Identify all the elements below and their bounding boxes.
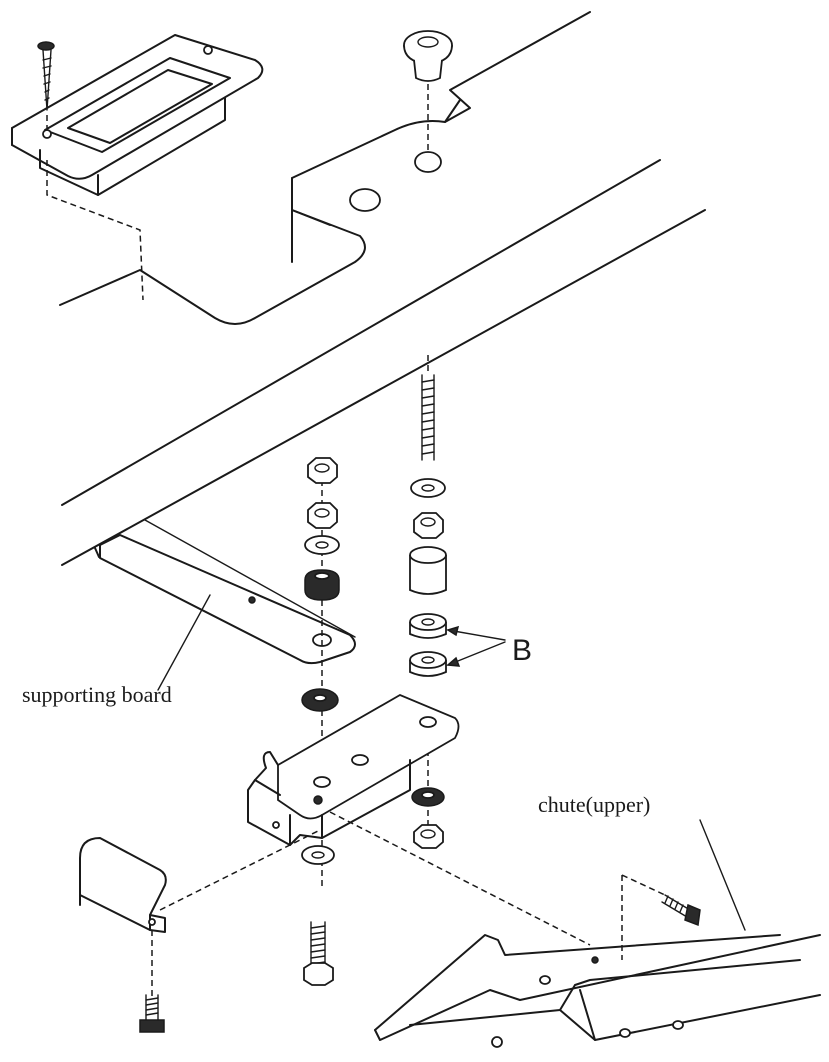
tab-screw xyxy=(139,994,165,1033)
board-pin xyxy=(248,596,256,604)
hex-nut-2 xyxy=(307,502,338,529)
cup-screw-hole xyxy=(42,129,52,139)
label-supporting-board: supporting board xyxy=(22,682,172,707)
cup-wood-screw xyxy=(37,41,55,111)
leader-supporting-board xyxy=(157,594,211,691)
left-hardware-stack xyxy=(301,457,340,890)
callout-b: B xyxy=(446,625,532,667)
label-b: B xyxy=(512,634,532,667)
plate-hole xyxy=(349,188,381,212)
bracket-hole-1 xyxy=(313,776,331,788)
rubber-bushing xyxy=(304,569,340,601)
bottom-bolt xyxy=(303,921,334,986)
bent-tab xyxy=(79,837,167,933)
lower-nut xyxy=(413,824,444,849)
chute-screw xyxy=(661,894,701,927)
mounting-bracket xyxy=(247,693,460,846)
dash-cup-to-plate xyxy=(46,160,144,301)
plate-hole-right xyxy=(414,151,442,173)
cup-screw-hole-2 xyxy=(203,45,213,55)
hex-nut xyxy=(307,457,338,484)
label-chute-upper: chute(upper) xyxy=(538,792,650,817)
bracket-hole-2 xyxy=(419,716,437,728)
handle-cup xyxy=(11,34,264,196)
flat-washer xyxy=(304,535,340,555)
bottom-washer xyxy=(301,845,335,865)
bracket-hole-3 xyxy=(351,754,369,766)
spacer-tube xyxy=(409,555,447,595)
leader-chute xyxy=(699,819,746,931)
right-hardware-stack xyxy=(409,355,447,849)
chute-upper: chute(upper) xyxy=(374,792,821,1048)
dash-bracket-lines xyxy=(159,811,591,946)
top-plate xyxy=(59,11,591,325)
plug-button xyxy=(403,30,453,82)
supporting-board: supporting board xyxy=(22,519,356,707)
stud-washer xyxy=(410,478,446,498)
main-beam xyxy=(61,159,706,566)
dash-chute-screw xyxy=(621,874,666,960)
bracket-rivet xyxy=(313,795,323,805)
